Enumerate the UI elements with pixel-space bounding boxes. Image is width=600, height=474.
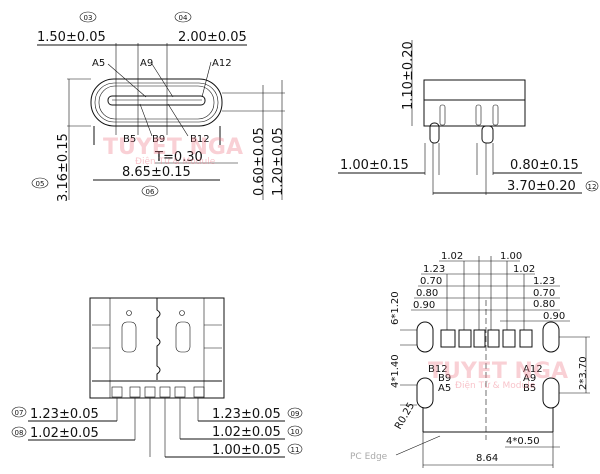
pin-b5: B5 — [123, 134, 136, 145]
watermark-tagline-2: Điện Tử & Module — [455, 380, 536, 391]
fp-dim-1-00: 1.00 — [500, 251, 522, 262]
fp-dim-4x1-40: 4*1.40 — [390, 354, 401, 388]
dim-1-50: 1.50±0.05 — [37, 30, 106, 45]
dim-8-65: 8.65±0.15 — [122, 165, 191, 180]
pin-a9: A9 — [140, 58, 153, 69]
dim-thickness: T=0.30 — [154, 150, 203, 165]
side-body-top — [423, 79, 526, 101]
dim-1-02-right: 1.02±0.05 — [212, 425, 281, 440]
fp-dim-6x1-20: 6*1.20 — [390, 291, 401, 325]
fp-dim-1-23-a: 1.23 — [423, 264, 445, 275]
fp-dim-r0-25: R0.25 — [393, 401, 417, 432]
fp-dim-2x3-70: 2*3.70 — [578, 356, 589, 390]
fp-pin-a9: A9 — [523, 373, 536, 384]
dim-3-16: 3.16±0.15 — [56, 133, 71, 202]
dim-1-00: 1.00±0.15 — [340, 158, 409, 173]
smd-pads — [440, 329, 533, 348]
callout-08: 08 — [15, 429, 24, 437]
dim-3-70: 3.70±0.20 — [507, 179, 576, 194]
dim-1-10: 1.10±0.20 — [401, 41, 416, 110]
pin-b12: B12 — [190, 134, 210, 145]
watermark: TUYET NGA Điện Tử & Module TUYET NGA Điệ… — [103, 135, 568, 391]
dim-2-00: 2.00±0.05 — [178, 30, 247, 45]
fp-pin-a12: A12 — [523, 364, 543, 375]
dim-1-23-left: 1.23±0.05 — [30, 407, 99, 422]
top-view-pads — [111, 386, 205, 398]
top-view: 07 1.23±0.05 08 1.02±0.05 1.23±0.05 09 1… — [11, 297, 303, 458]
fp-dim-0-70-a: 0.70 — [420, 276, 442, 287]
callout-09: 09 — [291, 410, 300, 418]
front-view: 03 04 1.50±0.05 2.00±0.05 A5 A9 A12 B5 B… — [31, 11, 286, 202]
fp-dim-1-02-a: 1.02 — [441, 251, 463, 262]
dim-0-80: 0.80±0.15 — [510, 158, 579, 173]
callout-06: 06 — [146, 188, 155, 196]
dim-1-00: 1.00±0.05 — [212, 443, 281, 458]
fp-dim-0-80-b: 0.80 — [533, 299, 555, 310]
dim-0-60: 0.60±0.05 — [252, 127, 267, 196]
callout-04-circle — [174, 11, 192, 23]
tongue — [107, 95, 206, 106]
pc-edge-label: PC Edge — [350, 452, 388, 462]
fp-dim-0-80-a: 0.80 — [416, 288, 438, 299]
shell-outline — [90, 78, 223, 127]
watermark-tagline: Điện Tử & Module — [135, 156, 216, 167]
callout-05: 05 — [36, 180, 45, 188]
pin-a5: A5 — [92, 58, 105, 69]
fp-pin-b9: B9 — [438, 373, 451, 384]
side-body-bottom — [423, 99, 526, 127]
callout-10: 10 — [291, 428, 300, 436]
dim-1-20: 1.20±0.05 — [271, 127, 286, 196]
fp-dim-0-90-b: 0.90 — [543, 311, 565, 322]
callout-03-circle — [79, 11, 97, 23]
fp-pin-a5: A5 — [438, 383, 451, 394]
dim-1-02-left: 1.02±0.05 — [30, 426, 99, 441]
callout-03: 03 — [84, 14, 93, 22]
pcb-footprint: 1.02 1.23 0.70 0.80 0.90 1.00 1.02 1.23 … — [350, 251, 590, 468]
watermark-brand: TUYET NGA — [103, 135, 243, 160]
callout-04: 04 — [179, 14, 188, 22]
callout-12: 12 — [588, 183, 597, 191]
fp-dim-4x0-50: 4*0.50 — [506, 436, 540, 447]
callout-11: 11 — [291, 446, 300, 454]
fp-pin-b12: B12 — [428, 364, 448, 375]
fp-pin-b5: B5 — [523, 383, 536, 394]
side-view: 1.10±0.20 1.00±0.15 0.80±0.15 3.70±0.20 … — [338, 40, 599, 195]
dim-1-23-right: 1.23±0.05 — [212, 407, 281, 422]
fp-dim-0-90-a: 0.90 — [413, 300, 435, 311]
fp-dim-1-02-b: 1.02 — [513, 264, 535, 275]
fp-dim-0-70-b: 0.70 — [533, 288, 555, 299]
pin-a12: A12 — [212, 58, 232, 69]
watermark-brand-2: TUYET NGA — [428, 359, 568, 384]
callout-07: 07 — [15, 409, 24, 417]
fp-dim-1-23-b: 1.23 — [533, 276, 555, 287]
fp-dim-8-64: 8.64 — [476, 453, 498, 464]
pin-b9: B9 — [152, 134, 165, 145]
